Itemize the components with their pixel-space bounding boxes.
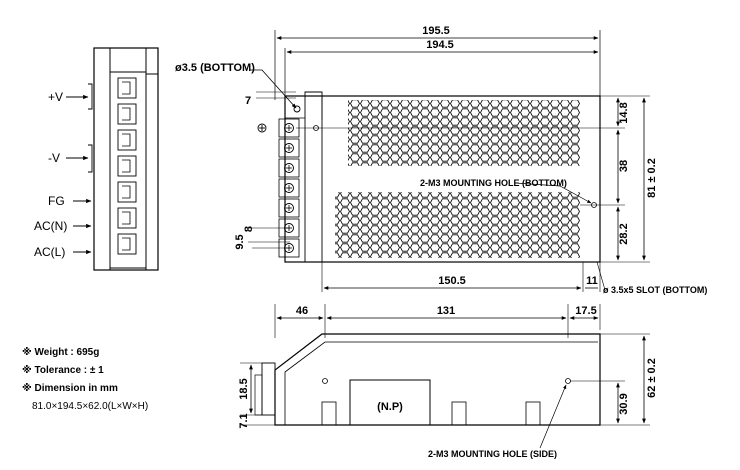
dim-base-offset: 7.1 <box>238 413 250 428</box>
dim-terminal-offset: 8 <box>243 226 255 232</box>
screw-icon <box>284 183 294 193</box>
terminal-screws <box>117 77 137 255</box>
dim-side-hole-height: 30.9 <box>618 393 630 414</box>
chassis-side <box>274 333 601 426</box>
dim-height: 62 ± 0.2 <box>646 358 658 398</box>
terminal-cell <box>278 178 300 198</box>
ground-icon <box>257 123 267 133</box>
dim-right-offset: 17.5 <box>575 305 596 317</box>
dim-left-offset: 46 <box>296 305 308 317</box>
dim-body-length: 194.5 <box>426 39 454 51</box>
terminal-clamp <box>122 185 131 199</box>
terminal-label-plus-v: +V <box>48 90 63 104</box>
spec-weight: ※ Weight : 695g <box>22 347 100 358</box>
terminal-clamp <box>122 107 131 121</box>
terminal-slot <box>117 103 137 125</box>
screw-icon <box>284 143 294 153</box>
terminal-block-view: +V -V FG AC(N) AC(L) <box>34 47 159 271</box>
screw-icon <box>284 163 294 173</box>
terminal-label-minus-v: -V <box>48 151 60 165</box>
terminal-slot <box>117 129 137 151</box>
dim-side-hole-span: 131 <box>437 305 455 317</box>
top-terminal-screws <box>278 118 300 258</box>
dim-hole-spacing: 38 <box>618 160 630 172</box>
top-view: 195.5 194.5 ø3.5 (BOTTOM) 7 2-M3 MOUNTIN… <box>175 25 707 295</box>
terminal-slot <box>117 77 137 99</box>
label-slot: ø 3.5x5 SLOT (BOTTOM) <box>603 285 707 295</box>
terminal-clamp <box>122 133 131 147</box>
terminal-cell <box>278 138 300 158</box>
label-bottom-hole: ø3.5 (BOTTOM) <box>175 62 255 74</box>
label-mounting-hole-side: 2-M3 MOUNTING HOLE (SIDE) <box>428 449 557 459</box>
terminal-cell <box>278 158 300 178</box>
plus-v-bracket <box>88 83 93 110</box>
terminal-label-ac-l: AC(L) <box>34 245 65 259</box>
terminal-slot <box>117 207 137 229</box>
minus-v-bracket <box>88 144 93 173</box>
dim-hole-span: 150.5 <box>438 275 466 287</box>
dim-terminal-pitch: 9.5 <box>234 234 246 249</box>
label-mounting-hole-bottom: 2-M3 MOUNTING HOLE (BOTTOM) <box>420 178 567 188</box>
vent-area-bottom <box>335 192 580 258</box>
vent-area-top <box>348 100 580 166</box>
dim-width: 81 ± 0.2 <box>646 158 658 198</box>
terminal-label-fg: FG <box>48 194 65 208</box>
dim-terminal-height: 18.5 <box>238 378 250 399</box>
nameplate <box>349 379 431 426</box>
terminal-slot <box>117 181 137 203</box>
dim-overall-length: 195.5 <box>422 25 450 37</box>
dim-edge-offset: 7 <box>245 95 251 107</box>
screw-icon <box>284 203 294 213</box>
spec-dimension: ※ Dimension in mm <box>22 383 118 394</box>
terminal-clamp <box>122 81 131 95</box>
spec-tolerance: ※ Tolerance : ± 1 <box>22 365 104 376</box>
terminal-clamp <box>122 159 131 173</box>
terminal-slot <box>117 233 137 255</box>
screw-icon <box>284 123 294 133</box>
terminal-clamp <box>122 237 131 251</box>
dim-hole-end: 11 <box>586 275 598 287</box>
terminal-label-ac-n: AC(N) <box>34 219 67 233</box>
side-view: 46 131 17.5 (N.P) 30.9 62 ± 0.2 18.5 7.1… <box>238 304 658 459</box>
terminal-clamp <box>122 211 131 225</box>
terminal-cell <box>278 198 300 218</box>
terminal-slot <box>117 155 137 177</box>
terminal-block-side <box>261 362 276 416</box>
nameplate-label: (N.P) <box>377 401 403 413</box>
dim-hole-bottom: 28.2 <box>618 223 630 244</box>
spec-dimension-value: 81.0×194.5×62.0(L×W×H) <box>32 401 149 412</box>
dim-hole-top: 14.8 <box>618 102 630 123</box>
